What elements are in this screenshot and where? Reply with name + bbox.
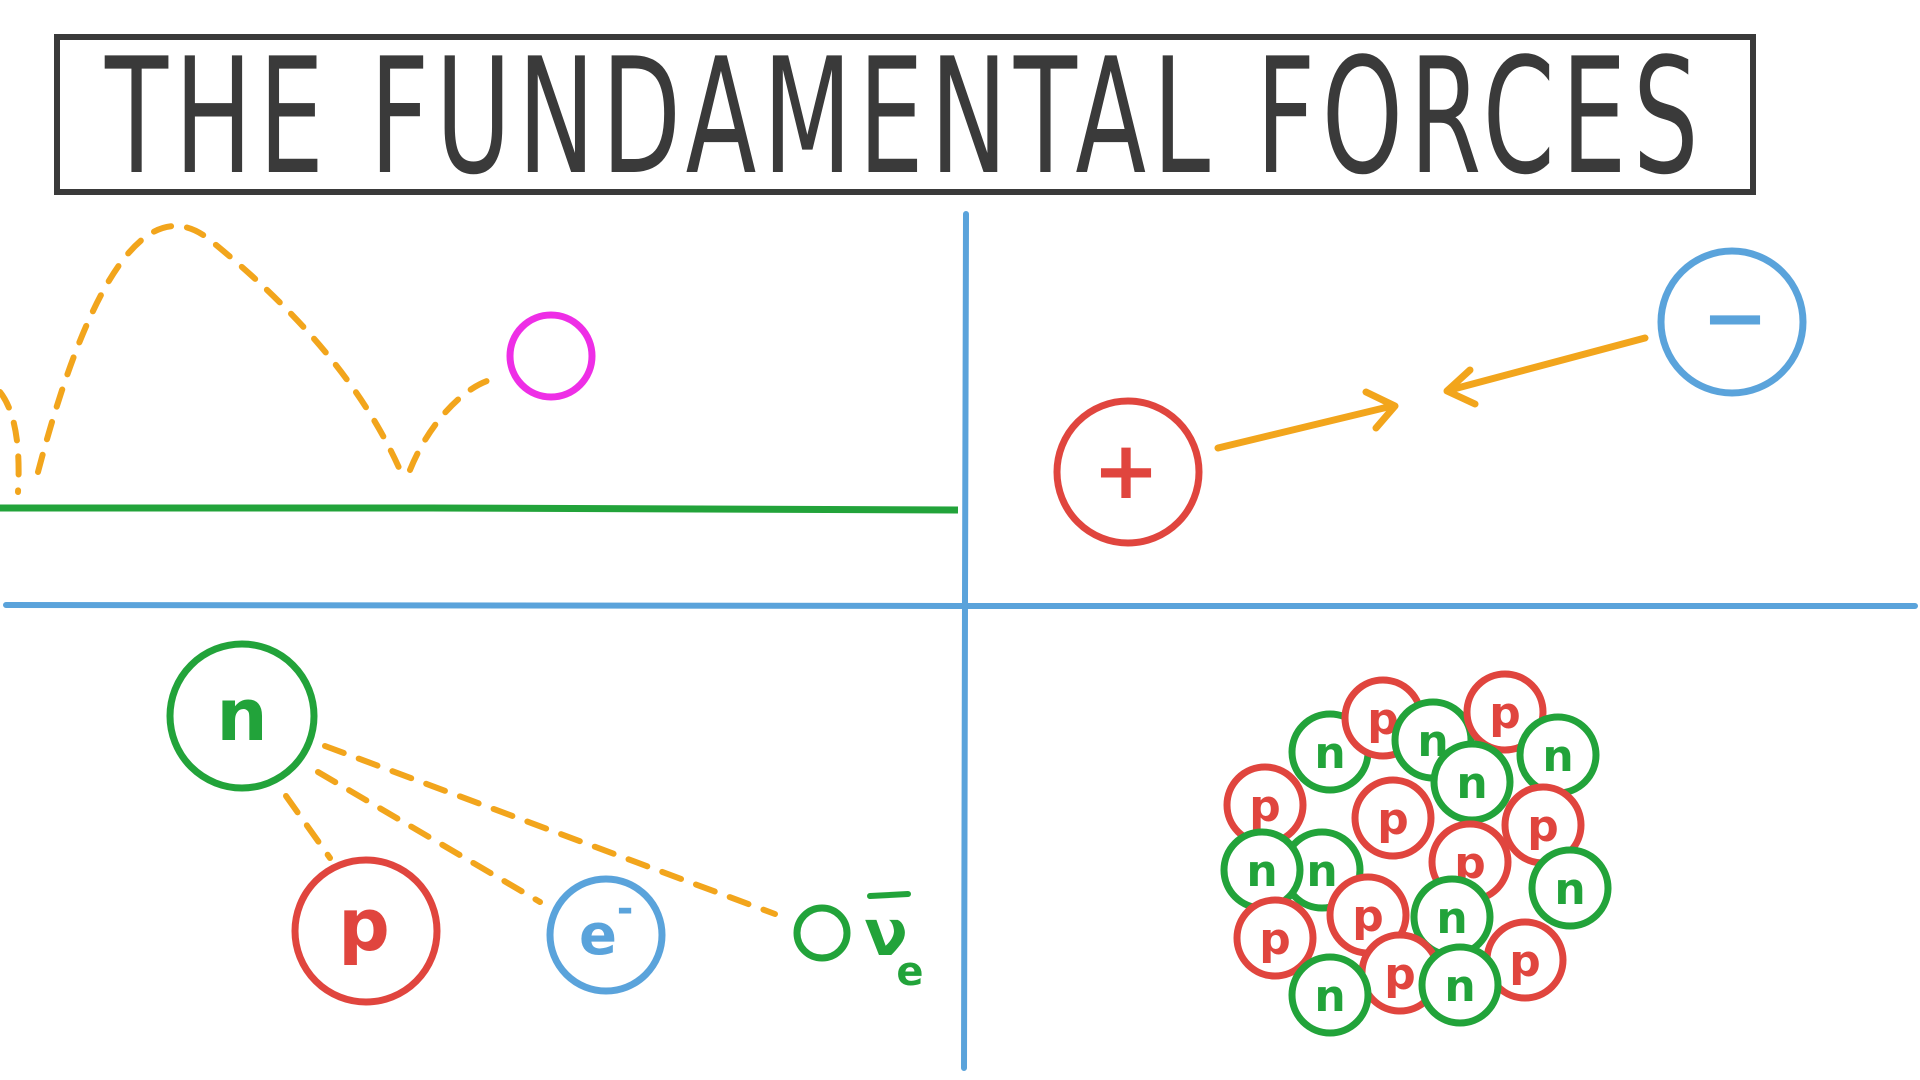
neutrino-subscript: e bbox=[896, 949, 923, 995]
proton-circle bbox=[1463, 670, 1547, 754]
neutron-label: n bbox=[1542, 731, 1573, 782]
proton-label: p bbox=[1509, 936, 1541, 987]
neutron-circle bbox=[1288, 953, 1372, 1037]
neutron-label: n bbox=[1456, 758, 1487, 809]
proton-circle bbox=[1351, 776, 1435, 860]
positive-charge bbox=[1053, 397, 1203, 547]
nucleus-proton: p bbox=[1463, 670, 1547, 754]
decay-line-electron bbox=[315, 769, 543, 905]
electron-label: e bbox=[579, 903, 617, 968]
nucleus-neutron: n bbox=[1418, 943, 1502, 1027]
proton-circle bbox=[1233, 896, 1317, 980]
attraction-arrow-left bbox=[1443, 334, 1649, 408]
neutron-circle bbox=[1430, 740, 1514, 824]
electron-charge: - bbox=[617, 886, 634, 932]
antiparticle-bar bbox=[867, 891, 911, 899]
title-box bbox=[54, 34, 1756, 195]
nucleus-proton: p bbox=[1233, 896, 1317, 980]
negative-symbol: − bbox=[1701, 271, 1768, 364]
proton-label: p bbox=[1259, 914, 1291, 965]
decay-line-neutrino bbox=[322, 743, 778, 917]
title-banner: THE FUNDAMENTAL FORCES bbox=[54, 23, 1756, 210]
proton-label: p bbox=[1249, 781, 1281, 832]
quadrant-dividers bbox=[3, 211, 1918, 1071]
neutron-circle bbox=[166, 640, 318, 792]
neutron-circle bbox=[1528, 846, 1612, 930]
neutron-label: n bbox=[1306, 846, 1337, 897]
vertical-divider bbox=[961, 211, 969, 1071]
nucleus-neutron: n bbox=[1528, 846, 1612, 930]
nucleus-proton: p bbox=[1351, 776, 1435, 860]
nucleus-neutron: n bbox=[1220, 828, 1304, 912]
neutron-label: n bbox=[1554, 864, 1585, 915]
horizontal-divider bbox=[3, 602, 1918, 609]
nucleus-neutron: n bbox=[1516, 713, 1600, 797]
proton-label: p bbox=[1527, 801, 1559, 852]
nucleus-proton: p bbox=[1501, 783, 1585, 867]
ground-line bbox=[0, 504, 959, 514]
negative-charge bbox=[1657, 247, 1807, 397]
weak-quadrant: n p e - ν e bbox=[166, 640, 924, 1006]
proton-circle bbox=[291, 856, 441, 1006]
nucleus-neutron: n bbox=[1430, 740, 1514, 824]
proton-label: p bbox=[338, 883, 390, 967]
electromagnetic-quadrant: + − bbox=[1053, 247, 1807, 547]
electron-circle bbox=[546, 875, 666, 995]
nucleus-neutron: n bbox=[1410, 875, 1494, 959]
neutron-label: n bbox=[1436, 893, 1467, 944]
neutrino-symbol: ν e bbox=[864, 891, 924, 995]
neutron-circle bbox=[1418, 943, 1502, 1027]
proton-label: p bbox=[1352, 891, 1384, 942]
neutron-label: n bbox=[1314, 971, 1345, 1022]
nucleus-neutron: n bbox=[1288, 953, 1372, 1037]
neutron-label: n bbox=[1314, 728, 1345, 779]
proton-label: p bbox=[1384, 949, 1416, 1000]
positive-symbol: + bbox=[1092, 424, 1159, 517]
nucleus-proton: p bbox=[1223, 763, 1307, 847]
page-title: THE FUNDAMENTAL FORCES bbox=[104, 23, 1705, 210]
neutron-label: n bbox=[216, 673, 267, 757]
bounce-trajectory bbox=[0, 222, 503, 495]
neutrino-circle bbox=[793, 904, 851, 962]
decay-lines bbox=[283, 743, 778, 917]
attraction-arrow-right bbox=[1214, 388, 1399, 452]
ball bbox=[506, 311, 596, 401]
decay-line-proton bbox=[283, 793, 333, 861]
neutron-label: n bbox=[1444, 961, 1475, 1012]
gravity-quadrant bbox=[0, 222, 959, 514]
neutron-label: n bbox=[1246, 846, 1277, 897]
neutrino-label: ν bbox=[864, 897, 908, 971]
proton-label: p bbox=[1377, 794, 1409, 845]
proton-label: p bbox=[1489, 688, 1521, 739]
